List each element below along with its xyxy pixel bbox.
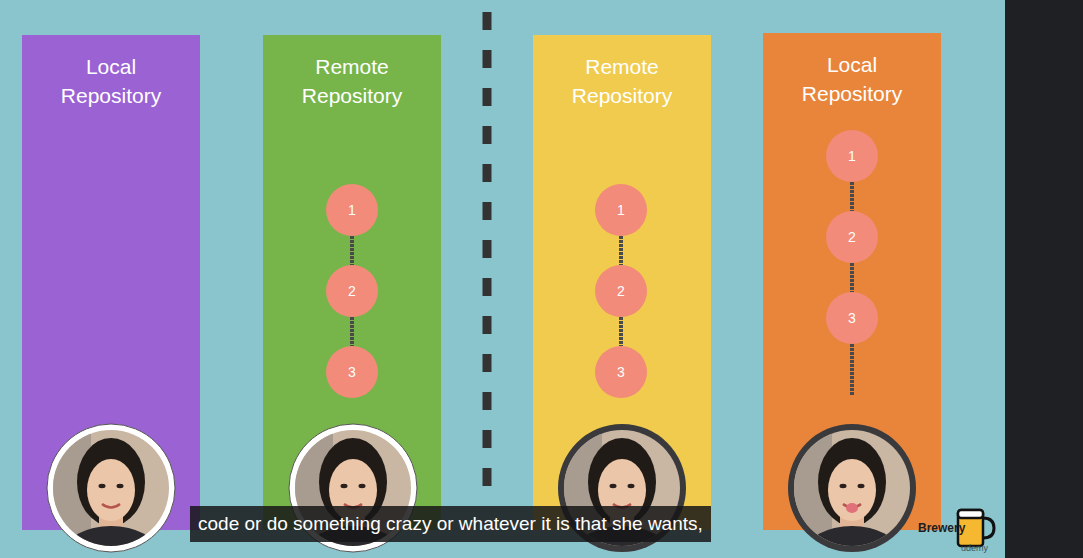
commit-number: 3: [348, 364, 356, 380]
commit-circle: 1: [595, 184, 647, 236]
branch-tail: [850, 344, 854, 396]
commit-circle: 2: [326, 265, 378, 317]
commit-circle: 2: [826, 211, 878, 263]
commit-number: 2: [848, 229, 856, 245]
repository-column: Remote Repository 1 2 3: [263, 35, 441, 530]
commit-number: 1: [617, 202, 625, 218]
commit-circle: 3: [326, 346, 378, 398]
commit-link: [619, 236, 623, 265]
commit-link: [850, 182, 854, 211]
commit-number: 2: [348, 283, 356, 299]
column-title: Local Repository: [782, 33, 922, 108]
commit-link: [350, 317, 354, 346]
commit-number: 3: [848, 310, 856, 326]
side-strip: [1005, 0, 1083, 558]
logo-text: Brewery: [918, 521, 965, 535]
column-title: Remote Repository: [552, 35, 692, 110]
divider-line: [483, 12, 492, 496]
repository-column: Remote Repository 1 2 3: [533, 35, 711, 530]
repository-column: Local Repository: [22, 35, 200, 530]
watermark: udemy: [961, 543, 988, 553]
commit-circle: 3: [826, 292, 878, 344]
column-title: Remote Repository: [282, 35, 422, 110]
commit-circle: 1: [326, 184, 378, 236]
commit-link: [850, 263, 854, 292]
commit-link: [350, 236, 354, 265]
commit-circle: 1: [826, 130, 878, 182]
column-title: Local Repository: [41, 35, 181, 110]
repository-column: Local Repository 1 2 3: [763, 33, 941, 530]
commit-number: 2: [617, 283, 625, 299]
commit-number: 1: [348, 202, 356, 218]
subtitle-caption: code or do something crazy or whatever i…: [190, 506, 711, 542]
avatar: [47, 424, 175, 558]
commit-circle: 2: [595, 265, 647, 317]
avatar: [788, 424, 916, 558]
commit-number: 1: [848, 148, 856, 164]
commit-circle: 3: [595, 346, 647, 398]
commit-number: 3: [617, 364, 625, 380]
commit-link: [619, 317, 623, 346]
